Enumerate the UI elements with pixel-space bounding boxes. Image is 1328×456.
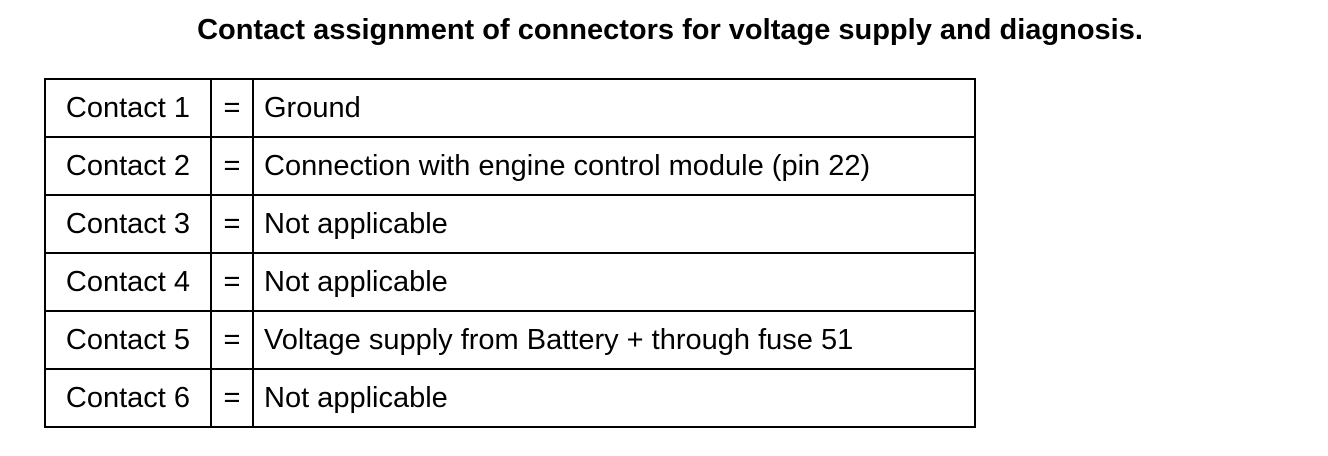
contact-name-cell: Contact 3 <box>44 194 212 254</box>
contact-description-cell: Connection with engine control module (p… <box>252 136 976 196</box>
contact-description-cell: Not applicable <box>252 252 976 312</box>
table-row: Contact 6 = Not applicable <box>44 368 976 428</box>
table-row: Contact 5 = Voltage supply from Battery … <box>44 310 976 370</box>
contact-name-cell: Contact 2 <box>44 136 212 196</box>
contact-description-cell: Not applicable <box>252 194 976 254</box>
table-row: Contact 4 = Not applicable <box>44 252 976 312</box>
contact-name-cell: Contact 5 <box>44 310 212 370</box>
contact-name-cell: Contact 1 <box>44 78 212 138</box>
table-row: Contact 1 = Ground <box>44 78 976 138</box>
equals-cell: = <box>210 310 254 370</box>
equals-cell: = <box>210 78 254 138</box>
contact-name-cell: Contact 4 <box>44 252 212 312</box>
contact-name-cell: Contact 6 <box>44 368 212 428</box>
table-row: Contact 2 = Connection with engine contr… <box>44 136 976 196</box>
equals-cell: = <box>210 252 254 312</box>
contact-description-cell: Voltage supply from Battery + through fu… <box>252 310 976 370</box>
table-row: Contact 3 = Not applicable <box>44 194 976 254</box>
equals-cell: = <box>210 136 254 196</box>
contact-assignment-table: Contact 1 = Ground Contact 2 = Connectio… <box>44 78 976 428</box>
document-title: Contact assignment of connectors for vol… <box>197 14 1143 46</box>
contact-description-cell: Ground <box>252 78 976 138</box>
contact-description-cell: Not applicable <box>252 368 976 428</box>
equals-cell: = <box>210 194 254 254</box>
equals-cell: = <box>210 368 254 428</box>
